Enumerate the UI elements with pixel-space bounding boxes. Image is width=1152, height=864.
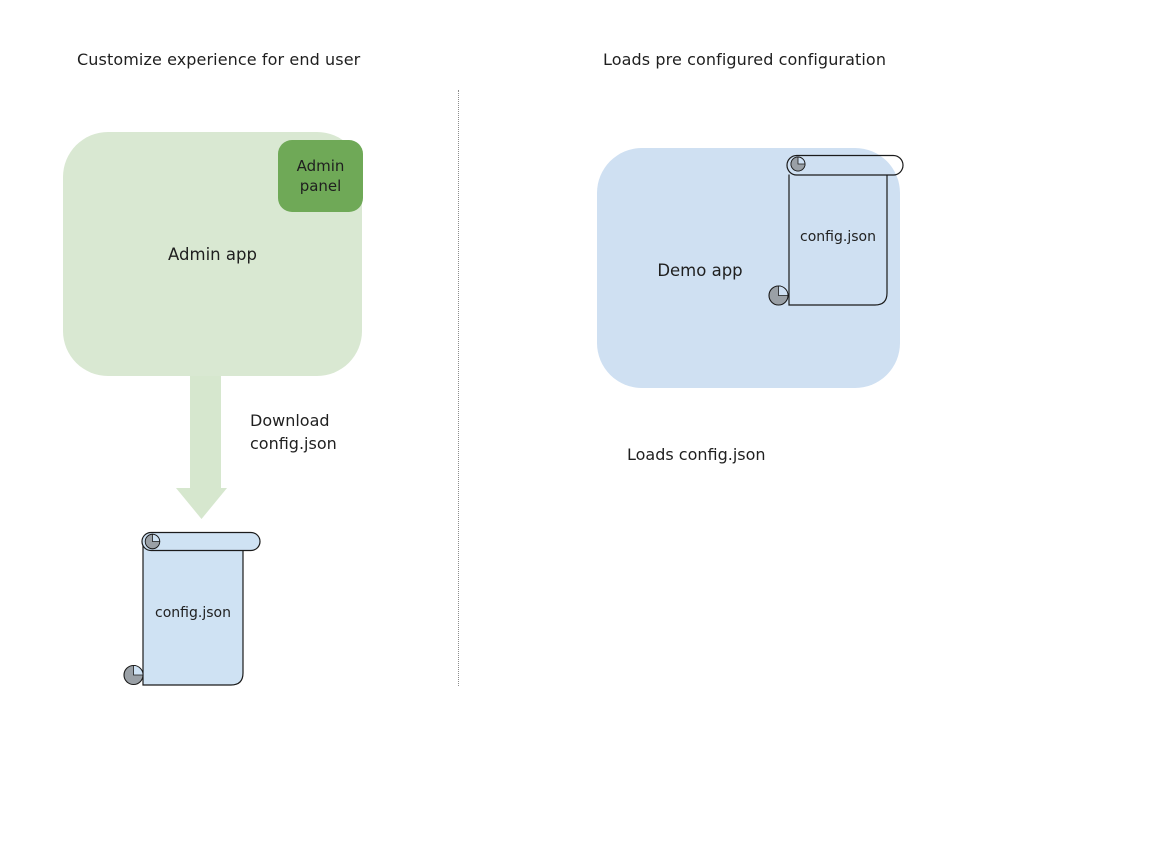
- demo-app-label: Demo app: [657, 261, 743, 280]
- config-file-label-left: config.json: [155, 605, 231, 621]
- admin-app-label: Admin app: [168, 245, 257, 264]
- admin-panel-box: Admin panel: [278, 140, 363, 212]
- scroll-top-curl-icon: [144, 533, 161, 550]
- config-file-label-right: config.json: [800, 229, 876, 245]
- loads-config-caption: Loads config.json: [627, 445, 766, 464]
- left-column-title: Customize experience for end user: [77, 50, 361, 69]
- scroll-bottom-curl-icon: [123, 664, 144, 686]
- download-config-caption: Download config.json: [250, 411, 337, 453]
- scroll-bottom-curl-notch: [133, 665, 144, 676]
- column-divider: [458, 90, 459, 686]
- right-column-title: Loads pre configured configuration: [603, 50, 887, 69]
- download-arrow: [176, 376, 227, 519]
- scroll-roll: [141, 531, 261, 552]
- admin-panel-label: Admin panel: [296, 157, 345, 195]
- scroll-top-curl-shade: [144, 533, 161, 550]
